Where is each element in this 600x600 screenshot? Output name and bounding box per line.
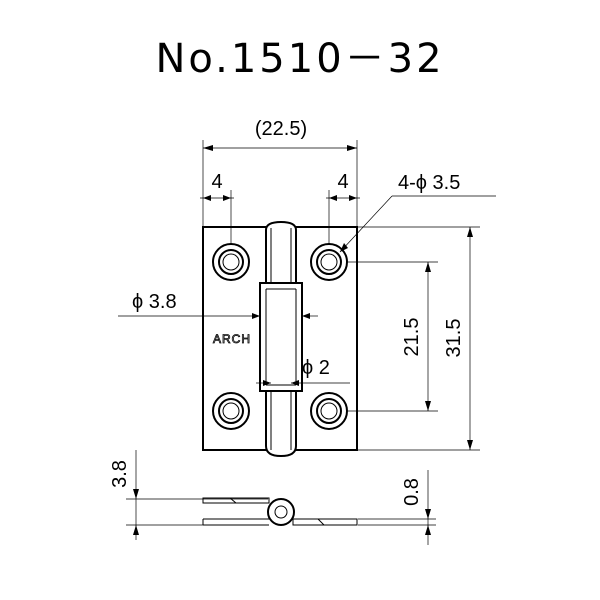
brand-mark: ARCH [213, 332, 251, 346]
side-pin [274, 505, 288, 519]
drawing-title: No.1510－32 [155, 36, 444, 82]
dim-plate-thickness-label: 0.8 [401, 478, 423, 506]
dim-knuckle-thickness-label: 3.8 [109, 460, 131, 488]
side-knuckle [267, 498, 295, 526]
dim-knuckle-diameter-label: ϕ 3.8 [132, 291, 177, 313]
dim-pin-diameter-label: ϕ 2 [302, 357, 330, 379]
dim-hole-offset-right-label: 4 [337, 171, 348, 193]
screw-hole-top-left [212, 243, 250, 281]
dim-hole-offset-left-label: 4 [211, 171, 222, 193]
knuckle-top [265, 220, 297, 283]
right-leaf [296, 226, 358, 451]
dim-overall-width-label: (22.5) [255, 118, 307, 140]
dim-pin-diameter: ϕ 2 [256, 357, 350, 386]
dim-knuckle-thickness: 3.8 [109, 450, 268, 540]
knuckle-bottom [265, 391, 297, 458]
knuckle-middle [259, 282, 303, 392]
dim-hole-pitch: 21.5 [348, 261, 438, 412]
hinge-front-view: ARCH [202, 220, 358, 458]
side-leaf-right [292, 518, 358, 526]
dim-hole-offset-right: 4 [326, 171, 360, 244]
dim-knuckle-diameter: ϕ 3.8 [118, 291, 318, 319]
screw-hole-bottom-right [310, 392, 348, 430]
dim-holes-label: 4-ϕ 3.5 [398, 172, 460, 194]
dim-overall-height-label: 31.5 [443, 319, 465, 358]
hinge-side-view [202, 497, 358, 526]
dim-hole-pitch-label: 21.5 [401, 318, 423, 357]
dim-overall-width: (22.5) [202, 118, 358, 226]
dim-hole-offset-left: 4 [200, 171, 234, 244]
left-leaf [202, 226, 266, 451]
dim-overall-height: 31.5 [358, 226, 480, 451]
dim-holes-leader: 4-ϕ 3.5 [339, 172, 496, 253]
screw-hole-bottom-left [212, 392, 250, 430]
dim-plate-thickness: 0.8 [358, 470, 436, 545]
